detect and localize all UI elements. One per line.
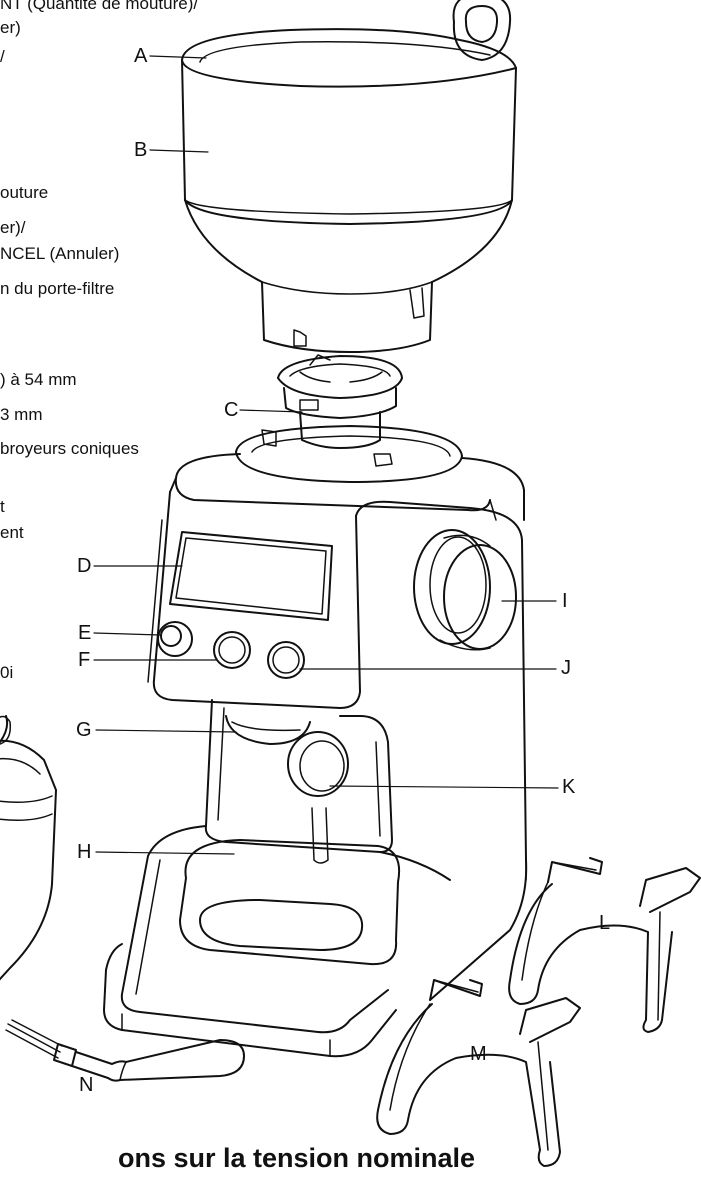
- text-fragment-11: t: [0, 497, 5, 516]
- label-l: L: [599, 912, 611, 934]
- label-f: F: [78, 649, 91, 671]
- label-a: A: [134, 45, 148, 67]
- label-k: K: [562, 776, 576, 798]
- cleaning-brush: [5, 1019, 245, 1082]
- text-fragment-12: ent: [0, 523, 24, 542]
- text-fragment-7: n du porte-filtre: [0, 279, 115, 298]
- label-i: I: [562, 590, 568, 612]
- text-fragment-13: 0i: [0, 663, 14, 682]
- label-b: B: [134, 139, 148, 161]
- label-d: D: [77, 555, 92, 577]
- upper-burr-collar: [277, 354, 403, 449]
- text-fragment-3: /: [0, 47, 5, 66]
- portafilter-cradle-large: [508, 857, 701, 1033]
- label-n: N: [79, 1074, 94, 1096]
- text-fragment-9: 3 mm: [0, 405, 43, 424]
- text-fragment-6: NCEL (Annuler): [0, 244, 120, 263]
- label-e: E: [78, 622, 92, 644]
- label-g: G: [76, 719, 92, 741]
- text-fragment-5: er)/: [0, 218, 26, 237]
- text-fragment-4: outure: [0, 183, 49, 202]
- label-c: C: [224, 399, 239, 421]
- label-j: J: [561, 657, 571, 679]
- leader-lines: [93, 55, 559, 855]
- label-h: H: [77, 841, 92, 863]
- text-fragment-8: ) à 54 mm: [0, 370, 77, 389]
- grinder-body: [103, 425, 528, 1058]
- text-fragment-2: er): [0, 18, 21, 37]
- text-fragment-1: NT (Quantité de mouture)/: [0, 0, 199, 13]
- bean-hopper: [181, 0, 517, 353]
- section-heading: ons sur la tension nominale: [118, 1143, 476, 1173]
- text-fragment-10: broyeurs coniques: [0, 439, 139, 458]
- label-m: M: [470, 1043, 487, 1065]
- portafilter-cradle-small: [376, 979, 581, 1167]
- storage-container: [0, 715, 57, 981]
